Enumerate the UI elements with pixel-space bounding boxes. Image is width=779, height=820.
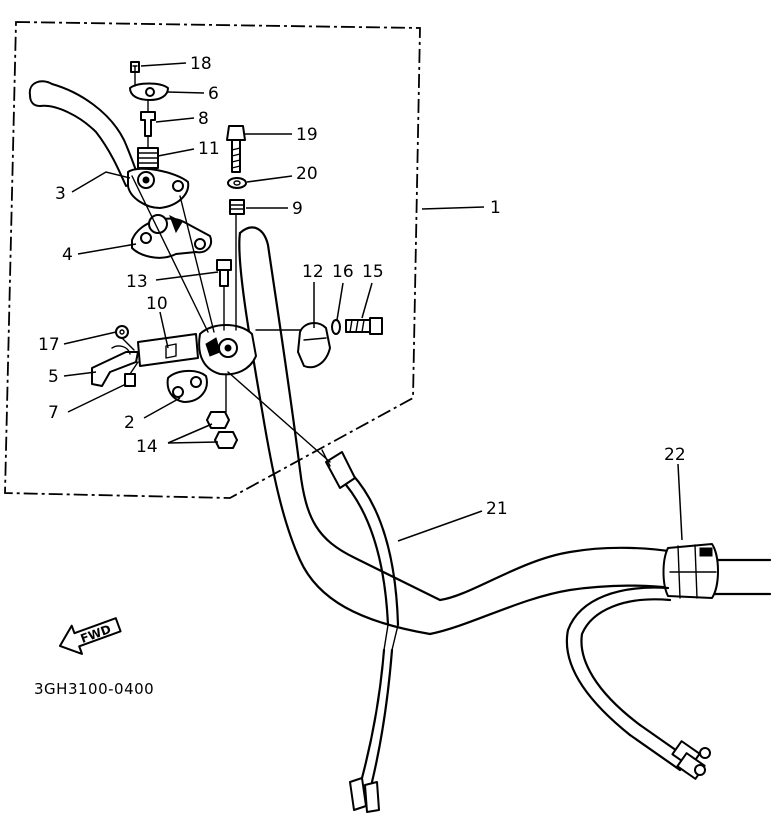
part-11-spring [137,147,159,169]
lever-holder [131,214,212,259]
part-16-washer [331,319,341,335]
right-handlebar-switch [662,543,719,599]
part-label-19: 19 [296,125,318,145]
part-10-switch [137,333,199,367]
part-label-20: 20 [296,164,318,184]
part-label-16: 16 [332,262,354,282]
part-7-screw [124,373,136,387]
forward-direction-arrow: FWD [58,617,122,655]
clutch-lever [28,80,190,209]
part-label-1: 1 [490,198,501,218]
part-label-7: 7 [48,403,59,423]
part-17-nut [115,325,129,339]
part-20-washer [227,177,247,189]
fwd-label: FWD [79,622,113,646]
clutch-switch-cable [321,449,400,813]
part-label-8: 8 [198,109,209,129]
assembly-boundary [4,21,421,499]
holder-bracket [166,324,257,403]
part-label-2: 2 [124,413,135,433]
part-13-bolt [216,259,232,287]
leader-lines [63,62,683,542]
part-8-pivot [140,111,156,137]
part-label-3: 3 [55,184,66,204]
assembly-axis-lines [121,65,331,463]
part-label-5: 5 [48,367,59,387]
part-6-plate [129,82,169,101]
part-19-bolt [226,125,246,173]
part-5-bracket [91,345,139,387]
part-label-11: 11 [198,139,220,159]
switch-cable [565,586,711,780]
part-label-14: 14 [136,437,158,457]
part-label-17: 17 [38,335,60,355]
part-label-22: 22 [664,445,686,465]
part-label-12: 12 [302,262,324,282]
handlebar [238,226,772,636]
part-label-15: 15 [362,262,384,282]
drawing-code: 3GH3100-0400 [34,680,154,698]
part-label-9: 9 [292,199,303,219]
clamp-half [297,322,331,369]
part-14-nuts [206,411,238,449]
part-label-10: 10 [146,294,168,314]
part-label-4: 4 [62,245,73,265]
part-label-21: 21 [486,499,508,519]
part-label-18: 18 [190,54,212,74]
part-label-13: 13 [126,272,148,292]
part-9-collar [229,199,245,215]
part-15-bolt [345,317,383,335]
part-label-6: 6 [208,84,219,104]
